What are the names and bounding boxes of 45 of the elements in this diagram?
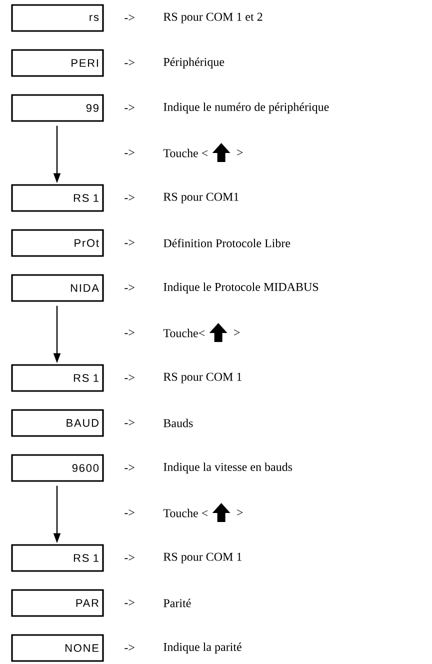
display-box: PERI (11, 49, 104, 77)
arrow-sign: -> (124, 14, 134, 20)
display-box: NONE (11, 634, 104, 662)
arrow-sign: -> (124, 420, 134, 426)
description: Indique le numéro de périphérique (164, 102, 329, 114)
arrow-sign: -> (124, 60, 134, 66)
description: Indique le Protocole MIDABUS (164, 282, 318, 294)
display-box: 99 (11, 94, 104, 122)
description: Parité (164, 598, 191, 608)
arrow-sign: -> (124, 554, 134, 560)
display-box: RS 1 (11, 364, 104, 392)
description: RS pour COM 1 et 2 (164, 12, 262, 24)
display-box: RS 1 (11, 544, 104, 572)
key-label: > (234, 330, 240, 336)
display-box: rs (11, 4, 104, 32)
display-box: BAUD (11, 409, 104, 437)
display-box: PAR (11, 589, 104, 617)
arrow-sign: -> (124, 104, 134, 110)
display-box: RS 1 (11, 184, 104, 212)
display-box: 9600 (11, 454, 104, 482)
description: Définition Protocole Libre (164, 238, 290, 248)
key-label: Touche< (163, 328, 205, 338)
arrow-sign: -> (124, 240, 134, 246)
arrow-sign: -> (124, 464, 134, 470)
arrow-sign: -> (124, 510, 134, 516)
description: Périphérique (164, 58, 224, 68)
arrow-sign: -> (124, 374, 134, 380)
arrow-sign: -> (124, 150, 134, 156)
key-label: Touche < (163, 148, 208, 158)
arrow-sign: -> (124, 330, 134, 336)
key-label: > (237, 510, 243, 516)
arrow-sign: -> (124, 194, 134, 200)
description: RS pour COM 1 (164, 372, 242, 384)
arrow-sign: -> (124, 284, 134, 290)
arrow-sign: -> (124, 644, 134, 650)
description: Indique la parité (164, 642, 242, 654)
arrow-sign: -> (124, 600, 134, 606)
description: RS pour COM 1 (164, 552, 242, 564)
description: Bauds (164, 418, 193, 428)
display-box: NIDA (11, 274, 104, 302)
description: Indique la vitesse en bauds (164, 462, 292, 474)
key-label: Touche < (163, 508, 208, 518)
display-box: PrOt (11, 229, 104, 257)
key-label: > (237, 150, 243, 156)
description: RS pour COM1 (164, 192, 238, 204)
